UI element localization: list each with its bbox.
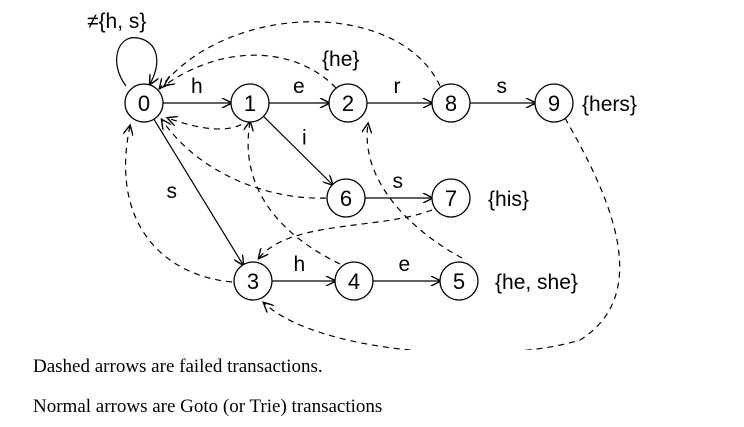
fail-edge-9-3 xyxy=(264,117,621,350)
fail-edge-4-1 xyxy=(248,122,341,265)
state-label: 9 xyxy=(548,91,560,116)
state-label: 0 xyxy=(138,91,150,116)
state-node-0: 0 xyxy=(124,83,164,123)
state-label: 4 xyxy=(348,269,360,294)
state-node-9: 9 xyxy=(534,83,574,123)
goto-edge-label-4-5: e xyxy=(399,253,411,276)
output-label-9: {hers} xyxy=(582,93,637,116)
goto-edges: h e r s i s s h e xyxy=(153,75,535,281)
state-circle xyxy=(439,261,479,301)
output-label-2: {he} xyxy=(322,48,359,71)
state-node-7: 7 xyxy=(431,178,471,218)
fail-edge-6-0 xyxy=(162,120,327,199)
goto-edge-label-3-4: h xyxy=(294,253,306,276)
goto-edge-label-6-7: s xyxy=(393,170,404,193)
caption-failed-transactions: Dashed arrows are failed transactions. xyxy=(33,356,323,377)
caption-goto-transactions: Normal arrows are Goto (or Trie) transac… xyxy=(33,396,383,417)
self-loop-0: ≠{h, s} xyxy=(87,10,157,87)
goto-edge-label-1-6: i xyxy=(302,127,307,150)
goto-edge-label-1-2: e xyxy=(293,75,305,98)
state-circle xyxy=(124,83,164,123)
fail-edge-1-0 xyxy=(168,118,251,130)
goto-edge-label-0-1: h xyxy=(191,75,203,98)
state-circle xyxy=(328,83,368,123)
state-circle xyxy=(431,178,471,218)
state-node-1: 1 xyxy=(230,83,270,123)
fail-edge-2-0 xyxy=(165,54,337,89)
state-label: 6 xyxy=(340,186,352,211)
failure-edges xyxy=(126,21,621,350)
state-label: 1 xyxy=(244,91,256,116)
fail-edge-5-2 xyxy=(367,124,463,259)
fail-edge-8-0 xyxy=(160,21,441,88)
state-label: 3 xyxy=(247,269,259,294)
state-label: 7 xyxy=(445,186,457,211)
state-nodes: 0 1 2 8 9 6 7 3 4 5 xyxy=(124,83,574,301)
state-node-8: 8 xyxy=(431,83,471,123)
state-circle xyxy=(326,178,366,218)
fail-edge-3-0 xyxy=(126,126,233,283)
state-circle xyxy=(233,261,273,301)
state-node-6: 6 xyxy=(326,178,366,218)
goto-edge-label-8-9: s xyxy=(497,75,508,98)
state-circle xyxy=(534,83,574,123)
state-node-3: 3 xyxy=(233,261,273,301)
state-label: 5 xyxy=(453,269,465,294)
state-node-2: 2 xyxy=(328,83,368,123)
goto-edge-label-0-3: s xyxy=(167,180,178,203)
state-node-5: 5 xyxy=(439,261,479,301)
goto-edge-0-3 xyxy=(153,118,243,265)
state-node-4: 4 xyxy=(334,261,374,301)
output-label-7: {his} xyxy=(488,188,529,211)
state-outputs: {he} {hers} {his} {he, she} xyxy=(322,48,637,294)
state-circle xyxy=(334,261,374,301)
output-label-5: {he, she} xyxy=(495,271,578,294)
state-circle xyxy=(431,83,471,123)
self-loop-edge xyxy=(116,37,157,87)
goto-edge-label-2-8: r xyxy=(394,75,401,98)
state-label: 8 xyxy=(445,91,457,116)
state-circle xyxy=(230,83,270,123)
self-loop-label: ≠{h, s} xyxy=(87,10,146,33)
goto-edge-1-6 xyxy=(263,115,333,184)
state-label: 2 xyxy=(342,91,354,116)
